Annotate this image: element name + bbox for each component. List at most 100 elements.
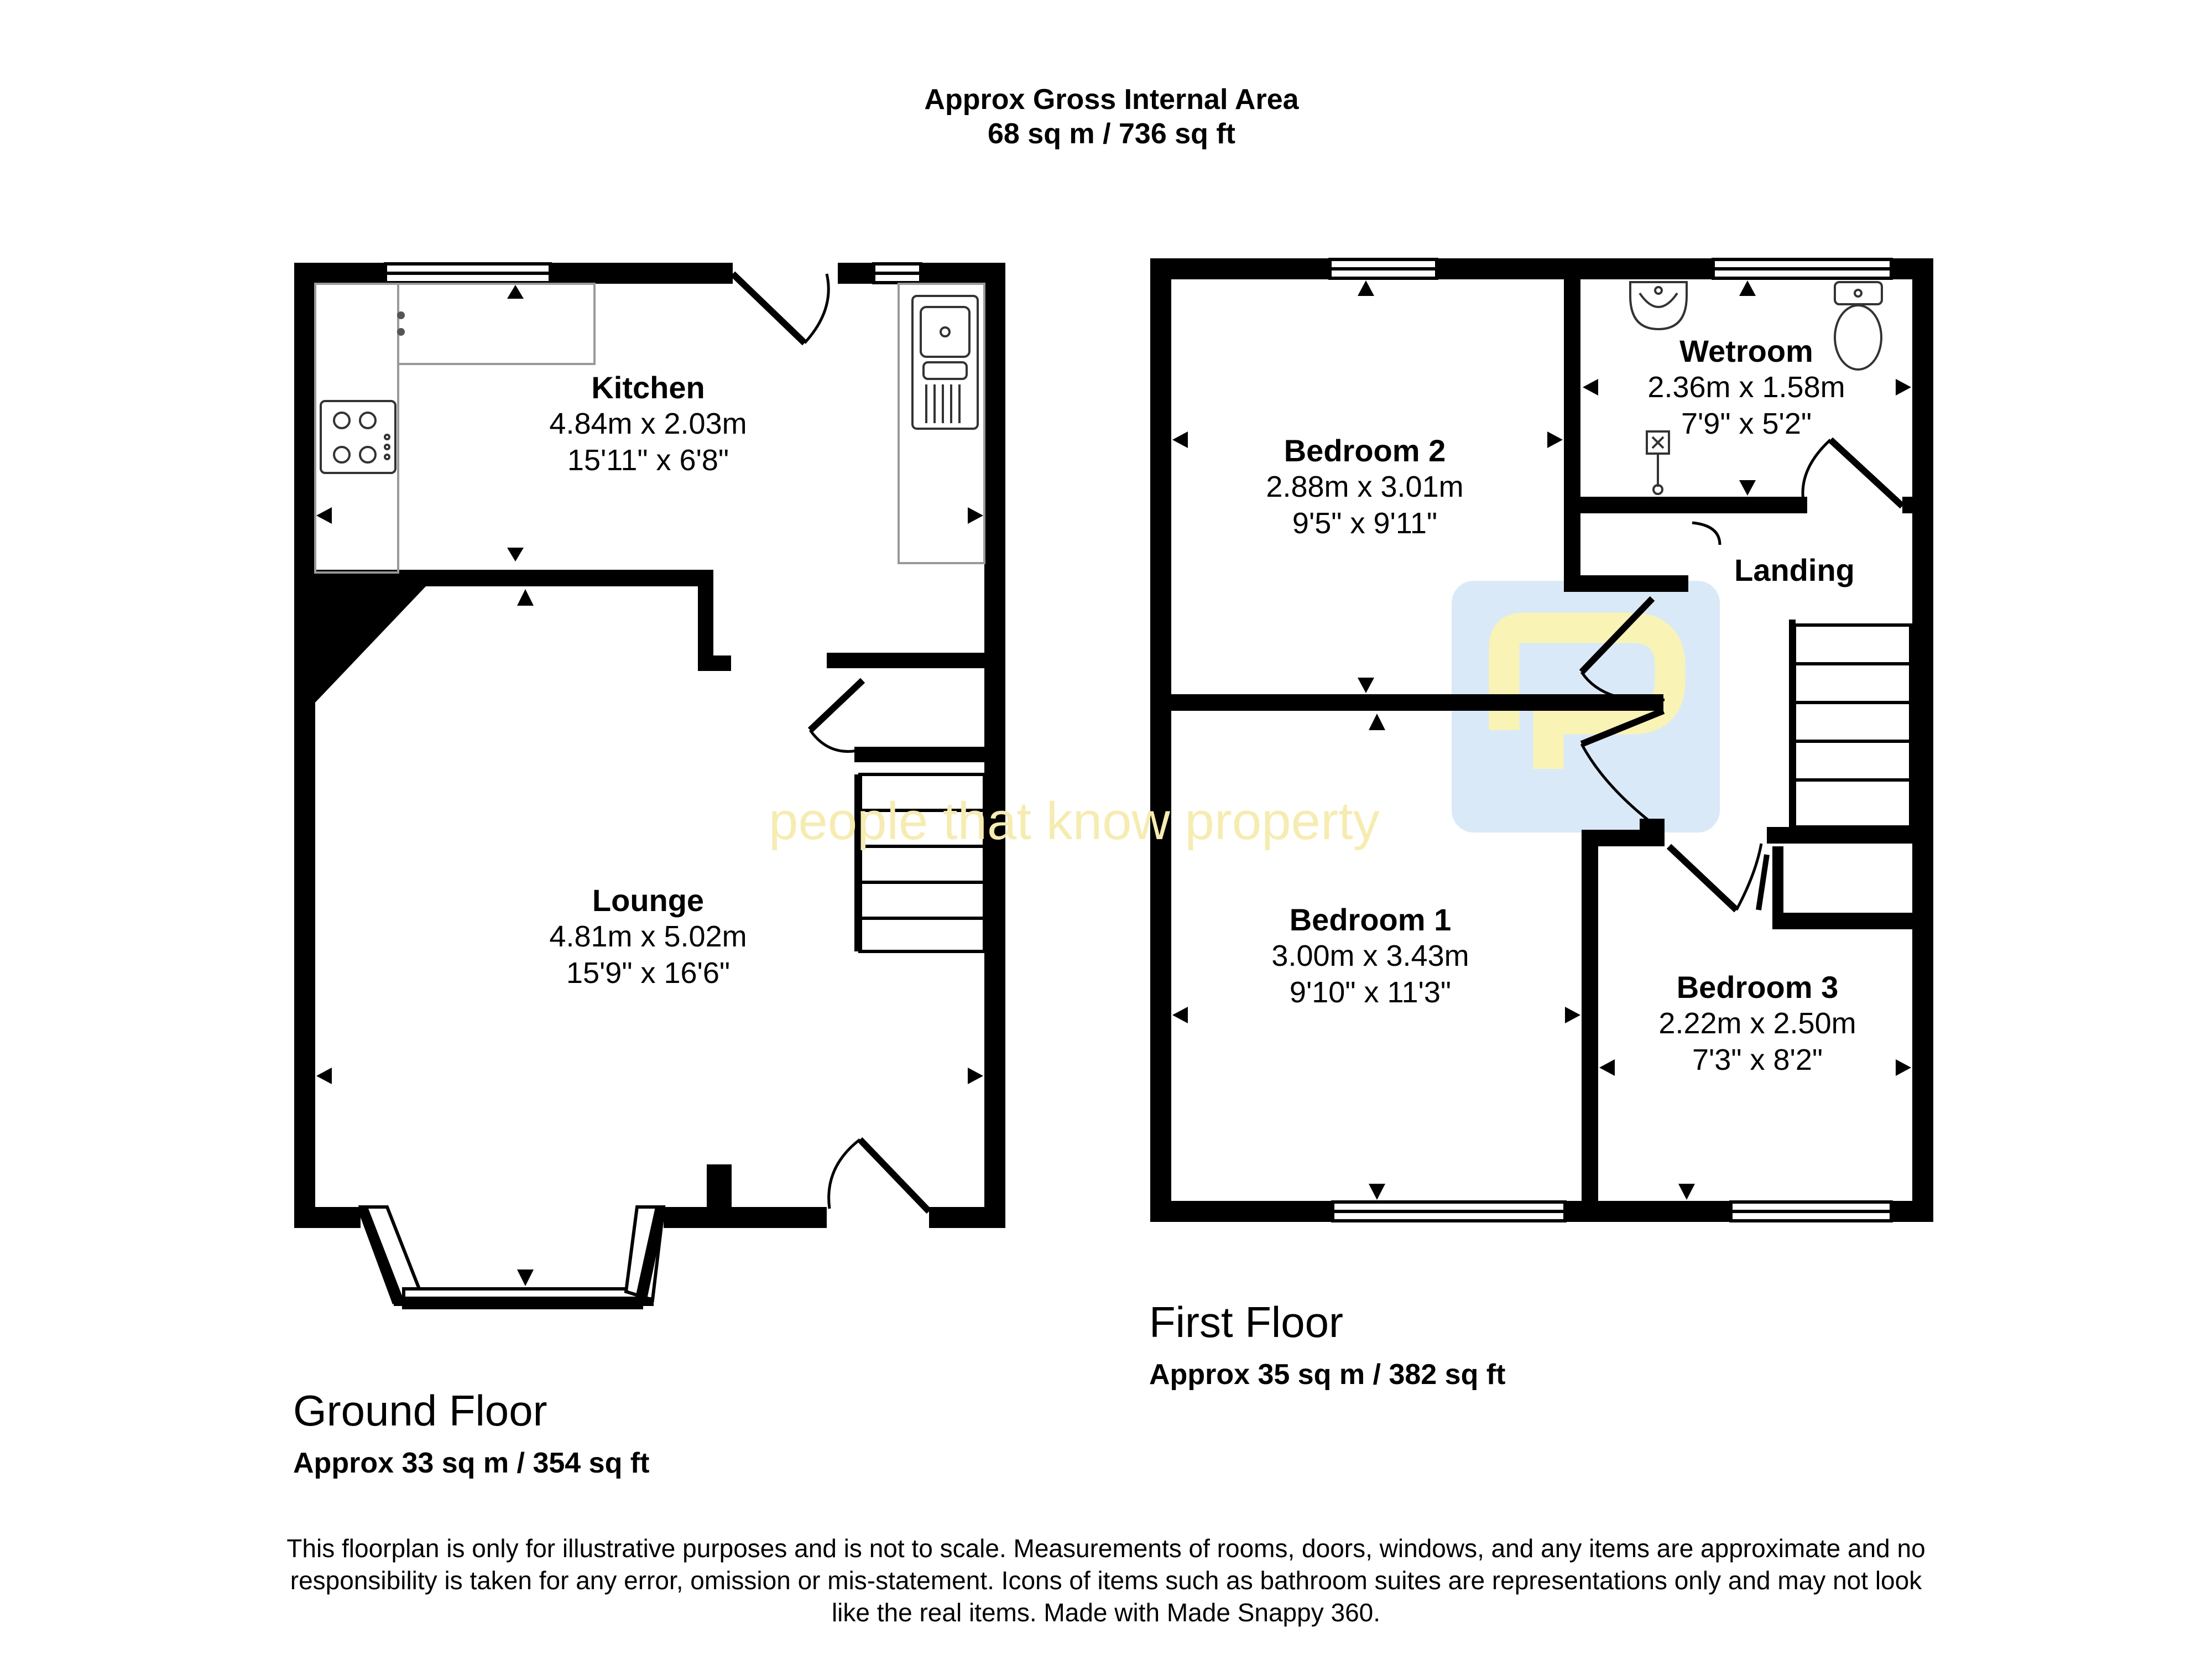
- room-name: Bedroom 3: [1676, 970, 1839, 1005]
- first-floor-plan: [1150, 258, 1933, 1222]
- room-label-lounge: Lounge 4.81m x 5.02m 15'9" x 16'6": [549, 882, 747, 991]
- ff-wall-bottom-3: [1891, 1201, 1933, 1222]
- room-dim-imperial: 9'10" x 11'3": [1289, 976, 1452, 1009]
- gf-pillar: [707, 1164, 732, 1209]
- room-dim-metric: 4.81m x 5.02m: [549, 920, 747, 953]
- arrow-down-icon: [1678, 1184, 1695, 1200]
- ff-wall-wetroom-bottom: [1580, 497, 1807, 513]
- kitchen-fixtures: [314, 283, 985, 574]
- ff-bed1-door: [1580, 707, 1665, 747]
- ff-doors: [1579, 437, 1905, 913]
- arrow-up-icon: [517, 589, 534, 606]
- gf-wall-bottom-2: [664, 1207, 827, 1228]
- arrow-left-icon: [1172, 431, 1188, 448]
- first-floor-label: First Floor: [1149, 1298, 1343, 1346]
- arrow-right-icon: [968, 507, 983, 524]
- gf-partition-stub-2: [698, 655, 731, 671]
- gf-wall-top-1: [294, 263, 385, 284]
- arrow-left-icon: [316, 507, 332, 524]
- header-area: 68 sq m / 736 sq ft: [988, 118, 1235, 150]
- gf-wall-bottom-1: [294, 1207, 361, 1228]
- room-label-bedroom-3: Bedroom 3 2.22m x 2.50m 7'3" x 8'2": [1658, 969, 1856, 1078]
- ff-stairs: [1789, 620, 1912, 830]
- room-name: Wetroom: [1679, 334, 1813, 368]
- ff-wall-bed2-wetroom: [1564, 258, 1580, 585]
- arrow-down-icon: [517, 1269, 534, 1286]
- arrow-up-icon: [1358, 280, 1374, 296]
- room-name: Bedroom 2: [1284, 433, 1446, 468]
- room-name: Bedroom 1: [1289, 902, 1452, 937]
- hob-icon: [320, 400, 397, 474]
- arrow-down-icon: [1739, 480, 1756, 496]
- shower-icon: [1646, 430, 1670, 495]
- arrow-right-icon: [1896, 379, 1911, 396]
- gf-cupboard-door: [807, 678, 865, 733]
- ff-cupboard-door: [1756, 854, 1770, 910]
- gf-wall-top-4: [921, 263, 1005, 284]
- ground-floor-label: Ground Floor: [293, 1386, 547, 1435]
- room-dim-metric: 2.22m x 2.50m: [1658, 1007, 1856, 1040]
- watermark-tagline: people that know property: [769, 792, 1380, 851]
- room-name: Lounge: [592, 883, 705, 918]
- room-label-bedroom-1: Bedroom 1 3.00m x 3.43m 9'10" x 11'3": [1271, 902, 1469, 1011]
- ff-wall-left: [1150, 258, 1171, 1222]
- arrow-up-icon: [1739, 280, 1756, 296]
- gf-wall-left: [294, 263, 315, 1228]
- room-dim-metric: 2.88m x 3.01m: [1266, 470, 1464, 503]
- ff-wall-cupboard-bottom: [1772, 913, 1912, 929]
- header-title: Approx Gross Internal Area: [924, 84, 1299, 116]
- ff-wall-bottom-1: [1150, 1201, 1333, 1222]
- room-dim-metric: 2.36m x 1.58m: [1647, 371, 1845, 404]
- gf-doors: [730, 271, 932, 1214]
- gf-cupboard-bottom: [854, 747, 984, 762]
- disclaimer-text: This floorplan is only for illustrative …: [286, 1534, 1926, 1627]
- ff-measure-arrows: [1172, 280, 1911, 1200]
- ground-floor-plan: [294, 263, 1005, 1228]
- gf-back-door: [730, 271, 807, 346]
- room-dim-metric: 3.00m x 3.43m: [1271, 939, 1469, 972]
- arrow-right-icon: [1565, 1007, 1580, 1023]
- gf-cupboard-top: [827, 653, 984, 668]
- room-dim-imperial: 9'5" x 9'11": [1292, 507, 1438, 540]
- kitchen-sink-icon: [911, 295, 979, 430]
- arrow-down-icon: [1369, 1184, 1385, 1200]
- ff-wall-right: [1912, 258, 1933, 1222]
- gf-wall-right: [984, 263, 1005, 1228]
- ff-wall-bed1-bed3: [1582, 830, 1598, 1222]
- kitchen-appliance-icon: [397, 311, 405, 336]
- room-label-wetroom: Wetroom 2.36m x 1.58m 7'9" x 5'2": [1647, 333, 1845, 442]
- arrow-left-icon: [1172, 1007, 1188, 1023]
- wash-basin-icon: [1629, 281, 1688, 331]
- ff-wall-top-1: [1150, 258, 1330, 279]
- room-label-bedroom-2: Bedroom 2 2.88m x 3.01m 9'5" x 9'11": [1266, 433, 1463, 542]
- room-name: Landing: [1734, 553, 1855, 587]
- kitchen-worktop-right: [898, 283, 985, 564]
- gf-partition-stub: [698, 570, 713, 669]
- ff-wall-landing-top: [1564, 575, 1688, 592]
- gf-wall-top-2: [550, 263, 733, 284]
- ff-wall-bed2-bed1: [1171, 694, 1663, 711]
- room-dim-imperial: 15'11" x 6'8": [567, 444, 729, 477]
- toilet-icon: [1834, 281, 1883, 371]
- kitchen-worktop-left: [314, 283, 399, 574]
- kitchen-worktop-top: [397, 283, 596, 365]
- arrow-right-icon: [1547, 431, 1563, 448]
- gf-wall-top-3: [838, 263, 874, 284]
- gf-bay-edges: [357, 1207, 666, 1306]
- room-label-landing: Landing: [1734, 552, 1855, 588]
- ff-windows: [1328, 258, 1893, 1222]
- ff-landing-door-swing: [1692, 521, 1721, 545]
- gf-stairs: [858, 773, 986, 953]
- arrow-left-icon: [1583, 379, 1598, 396]
- ff-wall-wetroom-stub: [1902, 497, 1912, 513]
- arrow-up-icon: [507, 285, 524, 299]
- room-dim-imperial: 7'9" x 5'2": [1681, 407, 1812, 440]
- ff-bed2-door: [1579, 596, 1655, 675]
- arrow-down-icon: [507, 548, 524, 561]
- arrow-right-icon: [1896, 1059, 1911, 1076]
- room-label-kitchen: Kitchen 4.84m x 2.03m 15'11" x 6'8": [549, 370, 747, 478]
- ff-wetroom-door: [1828, 437, 1905, 509]
- room-dim-imperial: 15'9" x 16'6": [566, 956, 731, 990]
- arrow-down-icon: [1358, 678, 1374, 693]
